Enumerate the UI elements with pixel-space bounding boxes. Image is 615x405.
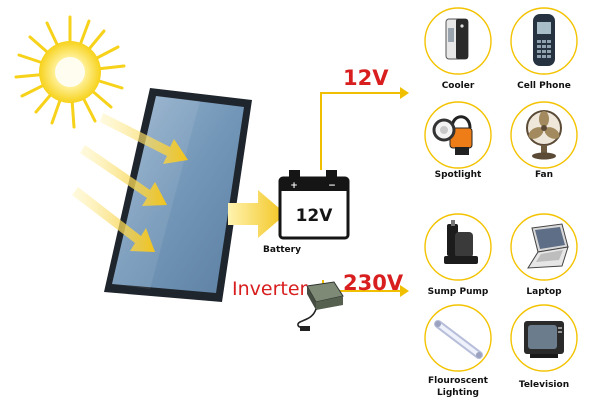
svg-text:+: + [290, 181, 298, 191]
inverter-label: Inverter [232, 278, 308, 300]
spotlight-icon [432, 115, 473, 155]
appliance-label-fluorescent-line1: Flouroscent [428, 376, 488, 386]
appliance-label-cell-phone: Cell Phone [517, 81, 571, 91]
sump-pump-icon [444, 220, 478, 264]
dc-voltage-label: 12V [343, 66, 389, 90]
appliance-label-fan: Fan [534, 170, 554, 180]
fan-icon [526, 110, 562, 160]
appliance-label-television: Television [518, 380, 570, 390]
inverter-icon [297, 281, 344, 331]
cooler-icon [445, 18, 469, 60]
svg-text:−: − [328, 181, 336, 191]
laptop-icon [527, 223, 569, 269]
ac-voltage-label: 230V [343, 271, 404, 295]
television-icon [524, 321, 564, 358]
dc-output-arrowhead [400, 87, 409, 99]
fluorescent-tube-icon [434, 320, 483, 359]
appliance-label-spotlight: Spotlight [434, 170, 482, 180]
appliance-label-fluorescent-line2: Lighting [437, 388, 479, 398]
sun-icon [14, 15, 126, 129]
sunlight-arrows [72, 113, 188, 252]
appliance-label-laptop: Laptop [526, 287, 562, 297]
cell-phone-icon [533, 14, 555, 66]
battery-caption: Battery [263, 245, 301, 255]
solar-panel [104, 88, 252, 302]
charge-arrow [228, 190, 286, 238]
ac-output-arrowhead [400, 285, 409, 297]
battery-icon: + − [278, 170, 350, 240]
appliance-label-cooler: Cooler [441, 81, 475, 91]
appliance-label-sump-pump: Sump Pump [427, 287, 489, 297]
battery-voltage-label: 12V [295, 206, 333, 226]
